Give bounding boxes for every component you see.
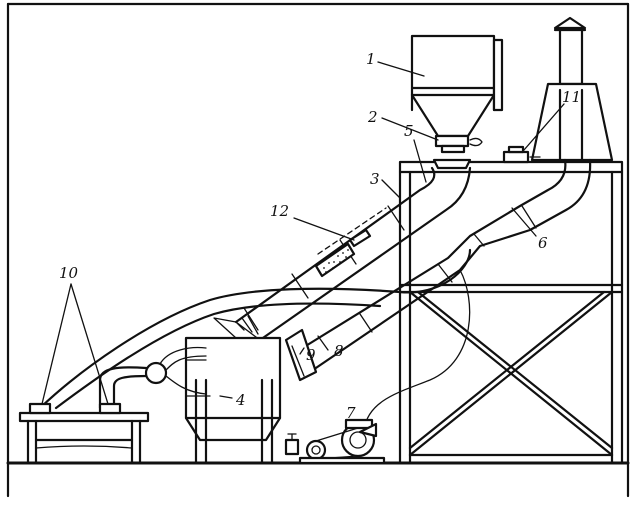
label-8: 8 bbox=[334, 342, 344, 360]
collector-vessel bbox=[184, 336, 282, 465]
label-1: 1 bbox=[366, 50, 376, 68]
frame bbox=[6, 2, 630, 498]
feeder bbox=[432, 158, 472, 170]
label-10: 10 bbox=[59, 264, 79, 282]
label-3: 3 bbox=[370, 170, 380, 188]
cable bbox=[363, 269, 471, 431]
label-9: 9 bbox=[306, 346, 316, 364]
label-2: 2 bbox=[367, 108, 378, 126]
flexible-hose bbox=[38, 248, 472, 410]
scale-table bbox=[18, 402, 150, 465]
valve bbox=[502, 145, 541, 164]
label-5: 5 bbox=[404, 122, 414, 140]
label-12: 12 bbox=[270, 202, 289, 220]
splitter-node bbox=[144, 346, 207, 395]
label-11: 11 bbox=[562, 88, 581, 106]
chimney-cyclone bbox=[530, 16, 614, 162]
fan-blower bbox=[284, 418, 386, 465]
label-7: 7 bbox=[346, 404, 356, 422]
leader-lines bbox=[41, 61, 565, 405]
support-tower bbox=[398, 160, 624, 465]
sample-granules bbox=[323, 249, 349, 273]
label-4: 4 bbox=[235, 391, 246, 409]
hopper bbox=[410, 34, 504, 154]
drying-tube-upper bbox=[213, 166, 472, 342]
part-labels: 1 2 3 4 5 6 7 8 9 10 11 12 bbox=[59, 50, 581, 422]
label-6: 6 bbox=[538, 234, 548, 252]
drying-tube-lower bbox=[284, 158, 592, 382]
